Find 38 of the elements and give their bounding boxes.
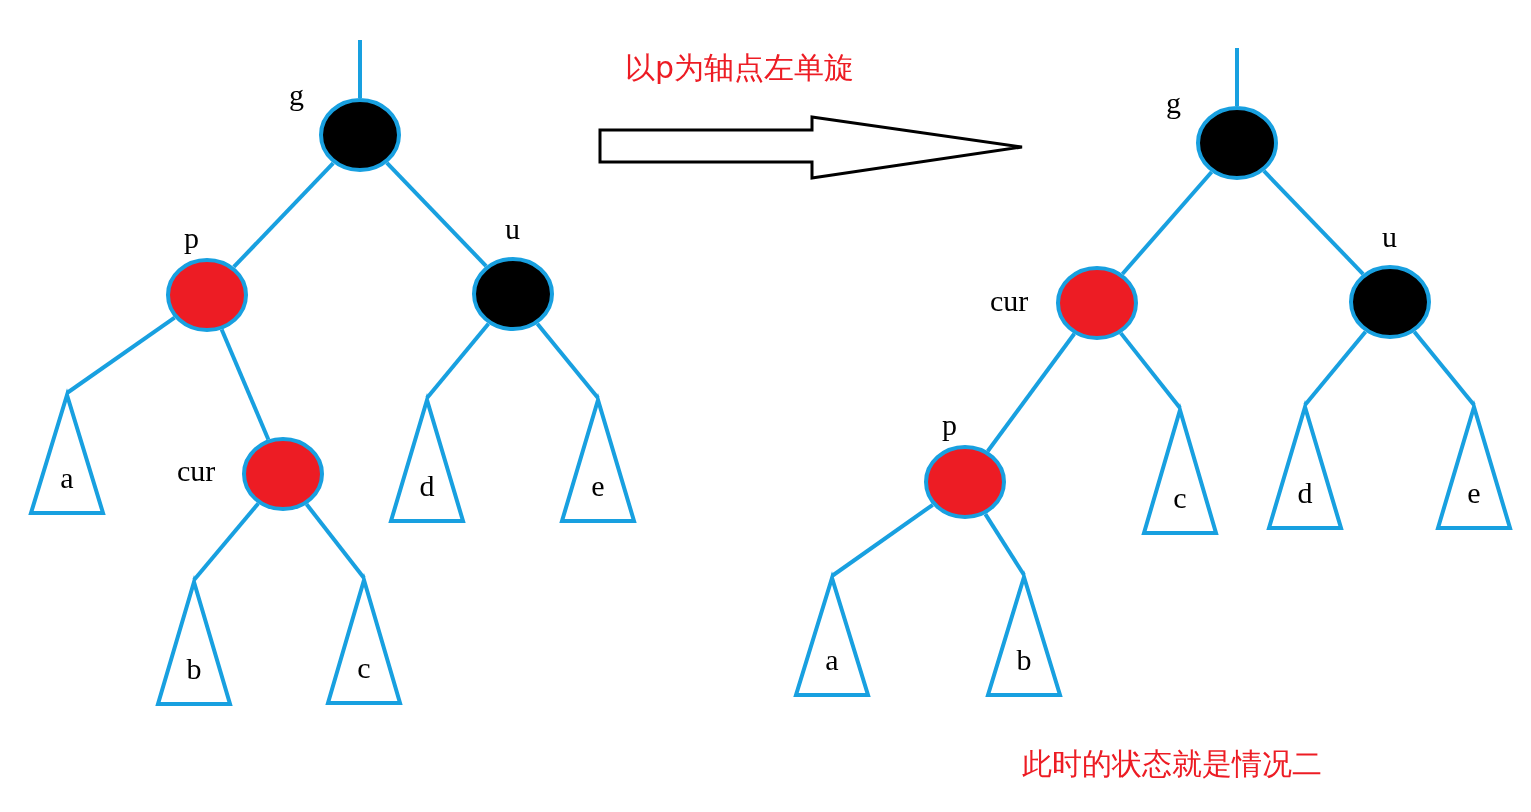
tree-edge <box>425 322 491 400</box>
tree-edge <box>1262 169 1365 276</box>
subtree-label: b <box>185 654 203 684</box>
node-label: p <box>942 410 957 440</box>
subtree-label: a <box>824 645 840 675</box>
tree-edge <box>305 503 366 580</box>
tree-edge <box>1303 330 1368 407</box>
subtree-label: b <box>1015 645 1033 675</box>
subtree-label: c <box>356 653 372 683</box>
annotation-text: 以p为轴点左单旋 <box>625 50 855 86</box>
tree-edge <box>232 161 335 269</box>
tree-edge <box>65 316 176 395</box>
subtree-label: a <box>59 463 75 493</box>
tree-edge <box>535 322 600 400</box>
subtree-label: e <box>1466 478 1482 508</box>
node-label: cur <box>990 286 1029 316</box>
tree-edge <box>830 503 934 578</box>
tree-edge <box>219 328 271 441</box>
subtree-label: e <box>590 471 606 501</box>
node-label: u <box>1382 222 1397 252</box>
node-label: u <box>505 214 520 244</box>
node-label: g <box>1166 88 1181 118</box>
tree-edge <box>385 161 488 268</box>
subtree-label: d <box>1296 478 1314 508</box>
subtree-label: c <box>1172 483 1188 513</box>
subtree-label: d <box>418 471 436 501</box>
tree-edge <box>1120 170 1214 276</box>
tree-edge <box>192 502 260 582</box>
node-label: p <box>184 223 199 253</box>
tree-edge <box>1119 331 1182 410</box>
tree-edge <box>983 513 1026 577</box>
annotation-text: 此时的状态就是情况二 <box>1022 746 1322 782</box>
tree-edge <box>986 332 1076 453</box>
tree-edge <box>1412 330 1476 407</box>
tree-edge <box>1235 48 1239 106</box>
tree-edge <box>358 40 362 98</box>
node-label: g <box>289 80 304 110</box>
node-label: cur <box>177 456 216 486</box>
